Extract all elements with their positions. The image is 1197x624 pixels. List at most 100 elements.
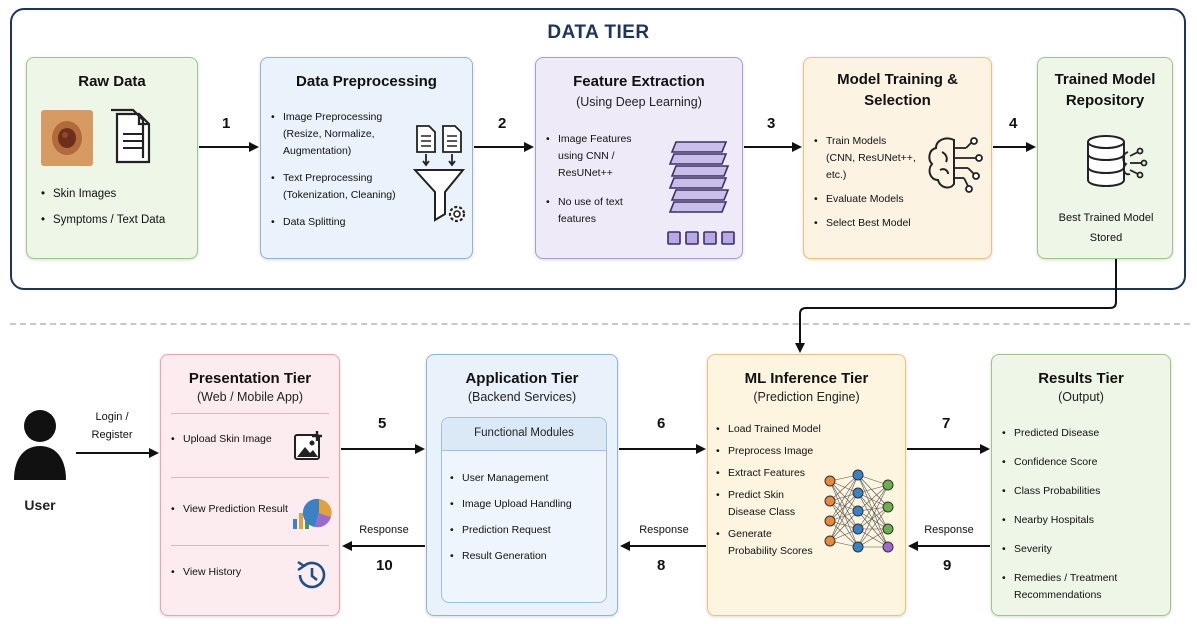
list-item: Train Models (CNN, ResUNet++, etc.) <box>814 133 924 184</box>
list-item: Confidence Score <box>1002 454 1117 471</box>
item-line: Image Preprocessing <box>283 111 383 123</box>
list-item: Prediction Request <box>450 522 572 539</box>
arrow-label-4: 4 <box>1009 115 1018 132</box>
trained-model-repository-box: Trained Model Repository Best Trained Mo… <box>1037 57 1173 259</box>
item-line: Augmentation) <box>283 145 352 157</box>
item-line: using CNN / <box>558 150 615 162</box>
history-clock-icon <box>297 561 326 589</box>
item-line: Generate <box>728 528 772 540</box>
functional-modules-box: Functional Modules User Management Image… <box>441 417 607 603</box>
user-silhouette-icon <box>14 410 66 480</box>
feature-layers-icon <box>667 141 735 245</box>
arrow-label-10: 10 <box>376 557 393 574</box>
user-label: User <box>24 497 56 513</box>
item-line: Disease Class <box>728 506 796 518</box>
application-tier-box: Application Tier (Backend Services) Func… <box>426 354 618 616</box>
list-item: Generate Probability Scores <box>716 526 826 560</box>
list-item: Upload Skin Image <box>171 431 272 448</box>
list-item: Predicted Disease <box>1002 425 1117 442</box>
list-item: Load Trained Model <box>716 421 826 438</box>
image-upload-icon <box>294 431 322 460</box>
ml-inference-tier-subtitle: (Prediction Engine) <box>753 390 860 404</box>
trained-repo-title-1: Trained Model <box>1054 71 1156 88</box>
arrow-label-2: 2 <box>498 115 507 132</box>
arrow-label-7: 7 <box>942 415 951 432</box>
list-item: Class Probabilities <box>1002 483 1117 500</box>
list-item: Severity <box>1002 541 1117 558</box>
list-item: Evaluate Models <box>814 191 924 208</box>
item-line: features <box>558 213 596 225</box>
list-item: Skin Images <box>41 186 165 203</box>
results-tier-subtitle: (Output) <box>1058 390 1104 404</box>
document-icon <box>111 108 151 164</box>
brain-circuit-icon <box>928 137 983 193</box>
raw-data-title: Raw Data <box>78 73 146 90</box>
list-item: Predict Skin Disease Class <box>716 487 826 521</box>
raw-data-box: Raw Data Skin Images Symptoms / Text Dat… <box>26 57 198 259</box>
arrow-label-6: 6 <box>657 415 666 432</box>
data-preprocessing-box: Data Preprocessing Image Preprocessing (… <box>260 57 473 259</box>
list-item: Symptoms / Text Data <box>41 212 165 229</box>
arrow-label-9: 9 <box>943 557 952 574</box>
item-line: ResUNet++ <box>558 167 613 179</box>
response-label-10: Response <box>359 524 409 536</box>
arrow-label-3: 3 <box>767 115 776 132</box>
divider <box>171 413 329 414</box>
list-item: Image Preprocessing (Resize, Normalize, … <box>271 109 421 160</box>
presentation-tier-title: Presentation Tier <box>188 370 312 387</box>
item-line: No use of text <box>558 196 623 208</box>
results-tier-title: Results Tier <box>1038 370 1124 387</box>
feature-extraction-box: Feature Extraction (Using Deep Learning)… <box>535 57 743 259</box>
model-training-box: Model Training & Selection Train Models … <box>803 57 992 259</box>
item-line: Probability Scores <box>728 545 813 557</box>
item-line: Remedies / Treatment <box>1014 572 1118 584</box>
list-item: User Management <box>450 470 572 487</box>
model-training-title-1: Model Training & <box>837 71 958 88</box>
arrow-label-1: 1 <box>222 115 231 132</box>
login-label-1: Login / <box>95 411 129 423</box>
divider <box>171 477 329 478</box>
item-line: Train Models <box>826 135 887 147</box>
list-item: Preprocess Image <box>716 443 826 460</box>
arrow-repo-to-inference <box>795 259 1117 353</box>
item-line: (Tokenization, Cleaning) <box>283 189 396 201</box>
ml-inference-tier-title: ML Inference Tier <box>744 370 869 387</box>
item-line: (Resize, Normalize, <box>283 128 375 140</box>
feature-extraction-subtitle: (Using Deep Learning) <box>576 95 702 109</box>
list-item: Data Splitting <box>271 214 421 231</box>
item-line: Text Preprocessing <box>283 172 373 184</box>
data-tier-title: DATA TIER <box>547 22 650 43</box>
list-item: View Prediction Result <box>171 501 288 518</box>
list-item: Remedies / Treatment Recommendations <box>1002 570 1117 604</box>
list-item: Result Generation <box>450 548 572 565</box>
list-item: Image Upload Handling <box>450 496 572 513</box>
database-brain-icon <box>1087 135 1148 187</box>
response-label-8: Response <box>639 524 689 536</box>
application-tier-title: Application Tier <box>465 370 579 387</box>
trained-repo-title-2: Repository <box>1065 92 1145 109</box>
data-preprocessing-title: Data Preprocessing <box>296 73 437 90</box>
data-tier-frame <box>10 8 1186 290</box>
list-item: No use of text features <box>546 194 661 228</box>
feature-extraction-title: Feature Extraction <box>573 73 705 90</box>
results-tier-box: Results Tier (Output) Predicted Disease … <box>991 354 1171 616</box>
list-item: View History <box>171 564 241 581</box>
item-line: (CNN, ResUNet++, <box>826 152 916 164</box>
model-training-title-2: Selection <box>864 92 931 109</box>
pie-bar-chart-icon <box>293 498 332 529</box>
presentation-tier-box: Presentation Tier (Web / Mobile App) Upl… <box>160 354 340 616</box>
funnel-gear-icon <box>412 125 466 223</box>
neural-network-icon <box>824 469 894 553</box>
response-label-9: Response <box>924 524 974 536</box>
trained-repo-caption-1: Best Trained Model <box>1058 212 1154 224</box>
list-item: Extract Features <box>716 465 826 482</box>
item-line: Predict Skin <box>728 489 785 501</box>
skin-lesion-icon <box>41 110 93 166</box>
item-line: etc.) <box>826 169 847 181</box>
application-tier-subtitle: (Backend Services) <box>467 390 577 404</box>
presentation-tier-subtitle: (Web / Mobile App) <box>196 390 304 404</box>
trained-repo-caption-2: Stored <box>1089 232 1123 244</box>
login-label-2: Register <box>91 429 133 441</box>
list-item: Select Best Model <box>814 215 924 232</box>
list-item: Nearby Hospitals <box>1002 512 1117 529</box>
